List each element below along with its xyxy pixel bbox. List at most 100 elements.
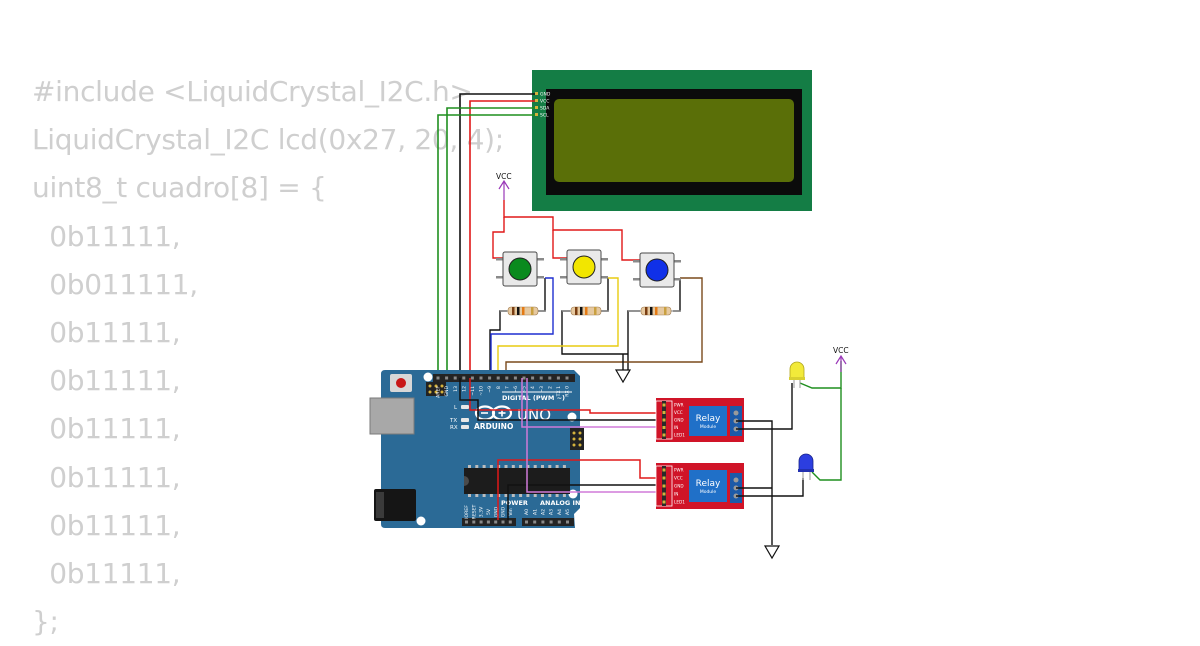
- analog-pin[interactable]: [525, 520, 528, 524]
- digital-pin-label: 7: [504, 386, 510, 389]
- lcd-wires: [437, 93, 535, 378]
- digital-pin[interactable]: [462, 376, 466, 380]
- digital-pin[interactable]: [539, 376, 543, 380]
- mounting-hole-2: [416, 516, 426, 526]
- digital-pin[interactable]: [479, 376, 483, 380]
- power-pin[interactable]: [486, 520, 490, 524]
- digital-pin[interactable]: [470, 376, 474, 380]
- power-jack-edge: [376, 492, 384, 518]
- resistor-1: [500, 306, 546, 316]
- power-pin-label: 3.3V: [479, 506, 485, 517]
- digital-header: [433, 374, 575, 382]
- lcd-pin-label-scl: SCL: [540, 113, 549, 119]
- button-cap-yellow: [572, 255, 596, 279]
- relay-pin[interactable]: [662, 484, 666, 488]
- wire-led2-vcc: [811, 388, 842, 481]
- wire-btn3-signal: [505, 277, 703, 378]
- code-line: 0b11111,: [32, 556, 181, 590]
- lcd-module[interactable]: GND VCC SDA SCL: [532, 70, 812, 211]
- led-tx: [461, 418, 469, 422]
- power-jack: [374, 489, 416, 521]
- analog-pin[interactable]: [566, 520, 569, 524]
- led-yellow[interactable]: [789, 361, 805, 388]
- relay-pin-label: VCC: [674, 410, 683, 415]
- wire-vcc-btn1: [492, 217, 505, 259]
- wire-relay2-vcc: [497, 459, 660, 520]
- code-line: #include <LiquidCrystal_I2C.h>: [32, 75, 473, 108]
- power-pin-label: IOREF: [464, 505, 470, 519]
- led-blue[interactable]: [798, 453, 814, 480]
- code-line: 0b11111,: [32, 412, 181, 446]
- relay-pin[interactable]: [662, 500, 666, 504]
- digital-pin[interactable]: [513, 376, 517, 380]
- digital-pin[interactable]: [556, 376, 560, 380]
- led-label-rx: RX: [450, 425, 458, 431]
- led-l: [461, 405, 469, 409]
- relay-output-wires: [736, 361, 842, 545]
- usb-connector: [369, 397, 415, 435]
- relay-pin[interactable]: [662, 468, 666, 472]
- code-line: 0b11111,: [32, 460, 181, 494]
- relay-pin[interactable]: [662, 403, 666, 407]
- power-pin-label: 5V: [486, 508, 492, 515]
- button-signal-wires: [489, 277, 703, 378]
- wire-btn2-res2: [601, 278, 609, 312]
- relay-pin[interactable]: [662, 492, 666, 496]
- code-line: 0b11111,: [32, 219, 181, 253]
- digital-pin[interactable]: [565, 376, 569, 380]
- code-line: LiquidCrystal_I2C lcd(0x27, 20, 4);: [32, 123, 504, 157]
- pushbutton-green[interactable]: [496, 251, 544, 287]
- analog-pin[interactable]: [557, 520, 561, 524]
- digital-pin-label: AREF: [436, 386, 442, 398]
- relay-pin[interactable]: [662, 433, 666, 437]
- power-pin[interactable]: [494, 520, 498, 524]
- code-listing: #include <LiquidCrystal_I2C.h> LiquidCrys…: [32, 68, 504, 646]
- digital-pin[interactable]: [522, 376, 526, 380]
- relay-pin[interactable]: [662, 476, 666, 480]
- icsp-header-right: [570, 428, 584, 450]
- digital-pin[interactable]: [496, 376, 500, 380]
- analog-pin[interactable]: [549, 520, 553, 524]
- wire-lcd-scl: [437, 114, 535, 378]
- power-pin[interactable]: [465, 520, 468, 524]
- lcd-pin-label-sda: SDA: [540, 106, 550, 112]
- digital-pin[interactable]: [453, 376, 457, 380]
- power-pin-label: GND: [501, 506, 507, 517]
- analog-pin-label: A4: [557, 509, 563, 515]
- icsp-header-top: [426, 382, 446, 396]
- power-pin[interactable]: [479, 520, 483, 524]
- analog-pin[interactable]: [533, 520, 537, 524]
- power-pin[interactable]: [472, 520, 476, 524]
- code-line: 0b11111,: [32, 364, 181, 398]
- digital-pin-label: 12: [461, 386, 467, 392]
- digital-pin[interactable]: [531, 376, 535, 380]
- digital-pin[interactable]: [548, 376, 552, 380]
- digital-pin[interactable]: [505, 376, 509, 380]
- digital-pin-label: 2: [547, 386, 553, 389]
- power-pin[interactable]: [508, 520, 512, 524]
- reset-button[interactable]: [396, 378, 406, 388]
- digital-pin[interactable]: [436, 376, 440, 380]
- analog-label: ANALOG IN: [540, 499, 580, 507]
- relay-pin[interactable]: [662, 418, 666, 422]
- wire-res3-gnd: [627, 310, 640, 370]
- lcd-pin-header: GND VCC SDA SCL: [535, 92, 551, 119]
- pushbutton-blue[interactable]: [633, 252, 681, 288]
- button-cap-green: [508, 257, 532, 281]
- relay-pin[interactable]: [662, 426, 666, 429]
- digital-pin[interactable]: [488, 376, 492, 380]
- resistor-3: [628, 306, 681, 316]
- vcc-symbol-buttons: VCC: [496, 172, 512, 200]
- relay-2-title: Relay: [696, 479, 721, 489]
- digital-pin[interactable]: [445, 376, 449, 380]
- power-pin[interactable]: [501, 520, 505, 524]
- analog-pin[interactable]: [541, 520, 545, 524]
- wire-lcd-gnd: [459, 93, 535, 378]
- relay-pin[interactable]: [662, 411, 666, 414]
- pushbutton-yellow[interactable]: [560, 249, 608, 285]
- digital-pin-label: 13: [453, 386, 459, 392]
